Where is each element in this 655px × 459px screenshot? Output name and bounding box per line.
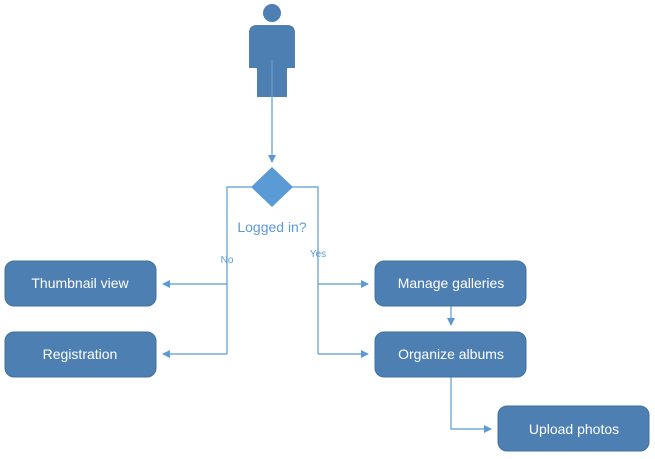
organize-albums-node[interactable]: Organize albums xyxy=(374,331,527,378)
organize-albums-label: Organize albums xyxy=(398,346,504,362)
organize-to-upload-connector xyxy=(450,377,492,433)
thumbnail-view-label: Thumbnail view xyxy=(31,275,129,291)
user-figure-icon xyxy=(249,4,295,97)
upload-photos-node[interactable]: Upload photos xyxy=(497,405,650,452)
yes-branch-connector xyxy=(292,186,319,354)
manage-galleries-node[interactable]: Manage galleries xyxy=(374,260,527,307)
manage-galleries-label: Manage galleries xyxy=(398,275,505,291)
decision-diamond[interactable] xyxy=(251,167,293,207)
yes-edge-label: Yes xyxy=(310,249,326,260)
thumbnail-view-node[interactable]: Thumbnail view xyxy=(4,260,157,307)
registration-label: Registration xyxy=(43,346,118,362)
registration-node[interactable]: Registration xyxy=(4,331,157,378)
no-edge-label: No xyxy=(221,255,234,266)
no-branch-connector xyxy=(226,186,252,354)
decision-label: Logged in? xyxy=(237,219,307,235)
upload-photos-label: Upload photos xyxy=(529,421,619,437)
